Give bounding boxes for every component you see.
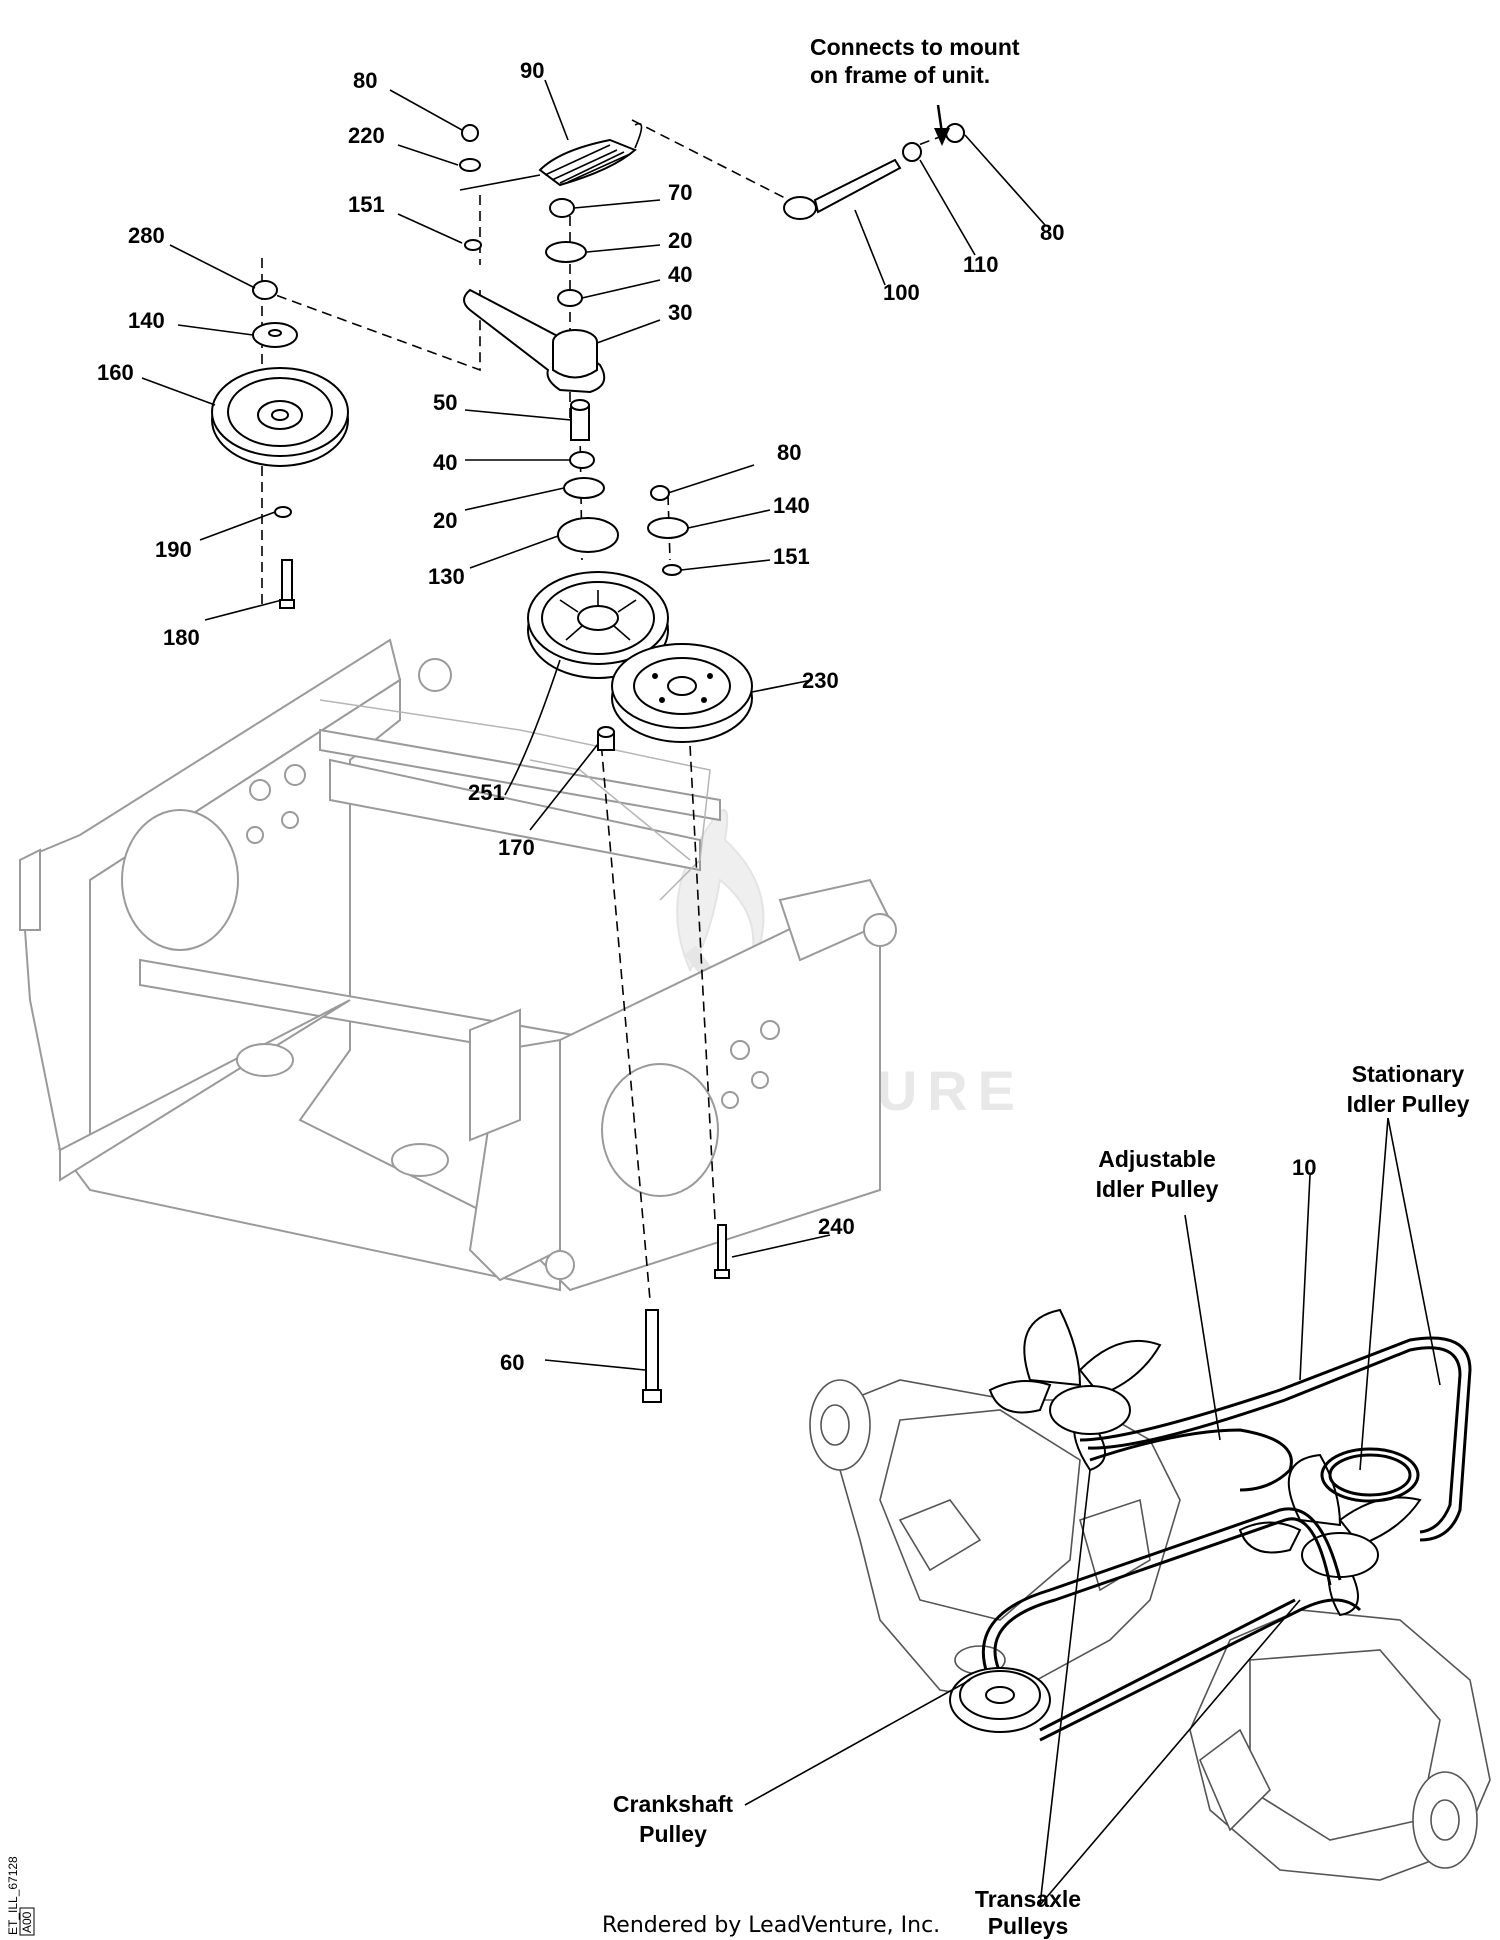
fan-left xyxy=(988,1308,1162,1472)
callout-transaxle-line2: Pulleys xyxy=(988,1913,1069,1939)
label-140a: 140 xyxy=(128,308,165,333)
bearing-40b xyxy=(569,451,595,469)
nut-70 xyxy=(549,198,575,218)
label-80a: 80 xyxy=(353,68,377,93)
clip-151a xyxy=(464,239,482,251)
spacer-170 xyxy=(597,726,615,751)
label-140b: 140 xyxy=(773,493,810,518)
label-80c: 80 xyxy=(1040,220,1064,245)
label-40a: 40 xyxy=(668,262,692,287)
label-60: 60 xyxy=(500,1350,524,1375)
callout-transaxle-line1: Transaxle xyxy=(975,1886,1081,1912)
label-230: 230 xyxy=(802,668,839,693)
label-100: 100 xyxy=(883,280,920,305)
callout-connects-line2: on frame of unit. xyxy=(810,62,990,88)
label-20a: 20 xyxy=(668,228,692,253)
label-40b: 40 xyxy=(433,450,457,475)
label-30: 30 xyxy=(668,300,692,325)
hex-nut-80c xyxy=(945,123,965,143)
label-170: 170 xyxy=(498,835,535,860)
label-80b: 80 xyxy=(777,440,801,465)
hex-nut-110 xyxy=(902,142,922,162)
label-130: 130 xyxy=(428,564,465,589)
label-110: 110 xyxy=(963,252,999,277)
leader-lines xyxy=(141,79,1441,1906)
label-90: 90 xyxy=(520,58,544,83)
drive-belt-10 xyxy=(981,1336,1472,1742)
washer-140b xyxy=(647,517,689,539)
pulley-251 xyxy=(527,571,669,679)
crankshaft-pulley xyxy=(949,1667,1051,1733)
label-180: 180 xyxy=(163,625,200,650)
pulley-shield-130 xyxy=(557,517,619,553)
bolt-60 xyxy=(642,1309,662,1403)
label-10: 10 xyxy=(1292,1155,1316,1180)
callout-stationary-line2: Idler Pulley xyxy=(1347,1091,1470,1117)
label-151b: 151 xyxy=(773,544,810,569)
idler-arm-30 xyxy=(463,288,606,394)
footer-credit: Rendered by LeadVenture, Inc. xyxy=(602,1913,940,1938)
idler-pulley-160 xyxy=(211,367,349,467)
washer-20a xyxy=(545,241,587,263)
label-190: 190 xyxy=(155,537,192,562)
label-160: 160 xyxy=(97,360,134,385)
clip-151b xyxy=(662,564,682,576)
illustration-revision: A00 xyxy=(20,1911,34,1933)
mounting-frame xyxy=(18,638,897,1292)
eye-bolt-100 xyxy=(783,158,902,220)
nut-80a xyxy=(461,124,479,142)
label-240: 240 xyxy=(818,1214,855,1239)
pulley-230 xyxy=(611,643,753,743)
label-20b: 20 xyxy=(433,508,457,533)
callouts: Connects to mount on frame of unit. Stat… xyxy=(613,34,1470,1939)
illustration-code: ET_ILL_67128 xyxy=(6,1856,20,1935)
callout-crankshaft-line1: Crankshaft xyxy=(613,1791,733,1817)
callout-adjustable-line1: Adjustable xyxy=(1098,1146,1216,1172)
callout-connects-line1: Connects to mount xyxy=(810,34,1020,60)
spacer-50 xyxy=(570,399,590,441)
washer-220 xyxy=(459,158,481,172)
label-151a: 151 xyxy=(348,192,385,217)
label-251: 251 xyxy=(468,780,505,805)
bearing-40a xyxy=(557,289,583,307)
spacer-280 xyxy=(252,280,278,300)
washer-190 xyxy=(274,506,292,518)
washer-140a xyxy=(252,322,298,348)
nut-80b xyxy=(650,485,670,501)
bolt-180 xyxy=(279,559,295,609)
label-220: 220 xyxy=(348,123,385,148)
washer-20b xyxy=(563,477,605,499)
right-transaxle xyxy=(1189,1609,1491,1881)
label-50: 50 xyxy=(433,390,457,415)
label-280: 280 xyxy=(128,223,165,248)
label-70: 70 xyxy=(668,180,692,205)
callout-adjustable-line2: Idler Pulley xyxy=(1096,1176,1219,1202)
callout-crankshaft-line2: Pulley xyxy=(639,1821,707,1847)
spring-90 xyxy=(459,123,643,191)
callout-stationary-line1: Stationary xyxy=(1352,1061,1465,1087)
part-labels: 80 90 220 151 70 20 40 30 280 140 160 50… xyxy=(97,58,1316,1375)
bolt-240 xyxy=(714,1224,730,1279)
